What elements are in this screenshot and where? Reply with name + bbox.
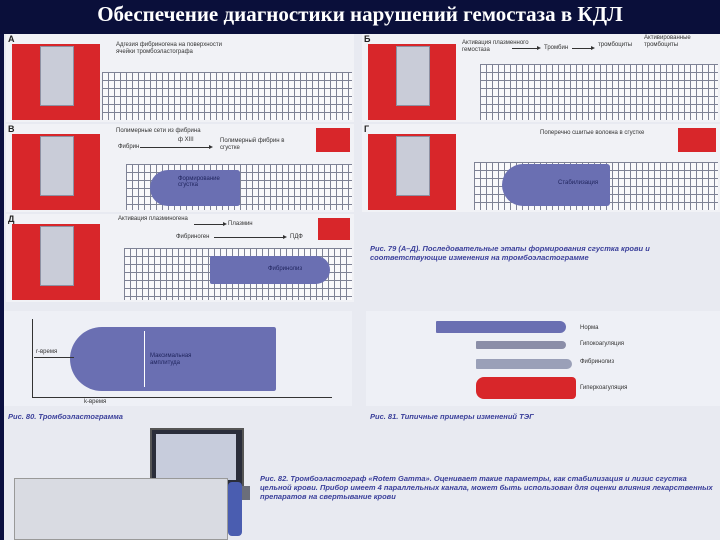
fig80-r-line xyxy=(34,357,74,358)
fig82-pipette xyxy=(228,482,242,536)
panel-v-text: Полимерные сети из фибрина xyxy=(116,128,201,134)
panel-b-arrow-2 xyxy=(572,46,595,50)
panel-g: Г Поперечно сшитые волокна в сгустке Ста… xyxy=(362,124,720,212)
fig81-item-0: Норма xyxy=(580,325,599,331)
panel-v-cup xyxy=(40,136,74,196)
fig80-teg: r-время Максимальная амплитуда k-время xyxy=(4,311,352,406)
fig81-hyper-shape xyxy=(476,377,576,399)
panel-d-fibrinogen: Фибриноген xyxy=(176,234,210,240)
panel-b-grid xyxy=(480,64,718,120)
page-title: Обеспечение диагностики нарушений гемост… xyxy=(97,2,623,26)
fig81-item-2: Фибринолиз xyxy=(580,359,615,365)
fig81-hypo-shape xyxy=(476,341,566,349)
panel-d-cup xyxy=(40,226,74,286)
panel-v: В Полимерные сети из фибрина ф XIII Фибр… xyxy=(6,124,354,212)
title-bar: Обеспечение диагностики нарушений гемост… xyxy=(0,0,720,34)
panel-g-cell-image xyxy=(368,134,456,210)
panel-b-arrow-1 xyxy=(512,46,541,50)
panel-a-letter: А xyxy=(8,34,15,44)
panel-d-pdf: ПДФ xyxy=(290,234,303,240)
fig80-x-axis xyxy=(32,397,332,398)
panel-b-cell-image xyxy=(368,44,456,120)
panel-v-fibers-image xyxy=(316,128,350,152)
fig80-y-axis xyxy=(32,319,33,397)
panel-v-fxiii: ф XIII xyxy=(178,137,194,143)
panel-b-thrombocytes: тромбоциты xyxy=(598,42,633,48)
panel-a: А Адгезия фибриногена на поверхности яче… xyxy=(6,34,354,122)
fig82-analyzer-body xyxy=(14,478,228,540)
panel-v-blob-label: Формирование сгустка xyxy=(178,176,220,188)
panel-a-cell-image xyxy=(12,44,100,120)
fig80-ma-line xyxy=(144,331,145,387)
panel-v-text-right: Полимерный фибрин в сгустке xyxy=(220,138,285,151)
panel-d-plasmin: Плазмин xyxy=(228,221,253,227)
panel-b-letter: Б xyxy=(364,34,371,44)
fig82-caption: Рис. 82. Тромбоэластограф «Rotem Gamma».… xyxy=(260,474,713,501)
fig81-item-3: Гиперкоагуляция xyxy=(580,385,628,391)
panel-a-cup xyxy=(40,46,74,106)
fig82-device-image xyxy=(14,428,254,540)
fig79-caption: Рис. 79 (А–Д). Последовательные этапы фо… xyxy=(370,244,650,262)
fig80-ma-label: Максимальная амплитуда xyxy=(150,353,192,366)
panel-v-clot-blob xyxy=(150,170,240,206)
fig80-k-label: k-время xyxy=(84,399,107,405)
fig81-fibrinolysis-shape xyxy=(476,359,572,369)
panel-g-blob-label: Стабилизация xyxy=(558,180,599,186)
panel-d-letter: Д xyxy=(8,214,15,224)
panel-d-clot-blob xyxy=(210,256,330,284)
panel-g-fibers-image xyxy=(678,128,716,152)
panel-v-fibrin: Фибрин xyxy=(118,144,140,150)
panel-a-grid xyxy=(102,72,352,120)
scanned-page: А Адгезия фибриногена на поверхности яче… xyxy=(4,34,720,540)
panel-a-text: Адгезия фибриногена на поверхности ячейк… xyxy=(116,42,222,55)
panel-d-arrow-2 xyxy=(214,235,287,239)
panel-v-arrow xyxy=(140,145,213,149)
panel-b: Б Активация плазменного гемостаза Тромби… xyxy=(362,34,720,122)
panel-b-text-left: Активация плазменного гемостаза xyxy=(462,40,529,53)
panel-g-clot-blob xyxy=(502,164,610,206)
panel-d-arrow-1 xyxy=(194,222,227,226)
fig80-teg-shape xyxy=(70,327,276,391)
panel-v-letter: В xyxy=(8,124,15,134)
panel-d-cell-image xyxy=(12,224,100,300)
panel-d-blob-label: Фибринолиз xyxy=(268,266,303,272)
panel-d-text: Активация плазминогена xyxy=(118,216,188,222)
panel-d-fibers-image xyxy=(318,218,350,240)
panel-g-text: Поперечно сшитые волокна в сгустке xyxy=(540,130,645,136)
fig81-caption: Рис. 81. Типичные примеры изменений ТЭГ xyxy=(370,412,534,421)
panel-d: Д Активация плазминогена Плазмин Фибрино… xyxy=(6,214,354,302)
fig80-r-label: r-время xyxy=(36,349,58,355)
panel-v-cell-image xyxy=(12,134,100,210)
panel-b-thrombin: Тромбин xyxy=(544,45,569,51)
fig82-screen-content xyxy=(156,434,236,480)
panel-b-text-right: Активированные тромбоциты xyxy=(644,35,691,48)
fig80-caption: Рис. 80. Тромбоэластограмма xyxy=(8,412,123,421)
fig81-normal-shape xyxy=(436,321,566,333)
panel-g-letter: Г xyxy=(364,124,370,134)
fig81-examples: Норма Гипокоагуляция Фибринолиз Гиперкоа… xyxy=(366,311,720,406)
panel-g-cup xyxy=(396,136,430,196)
fig81-item-1: Гипокоагуляция xyxy=(580,341,625,347)
panel-b-cup xyxy=(396,46,430,106)
